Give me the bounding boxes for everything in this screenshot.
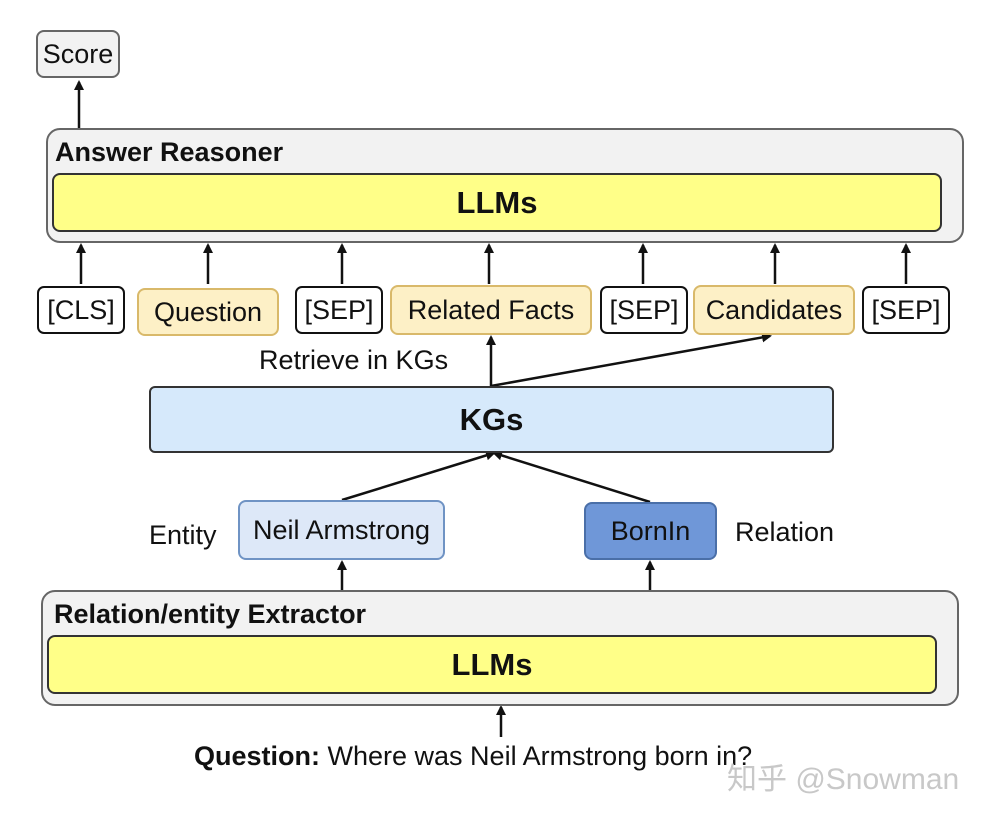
- answer-reasoner-llm-label: LLMs: [456, 184, 538, 220]
- extractor-llm: LLMs: [47, 635, 937, 694]
- kgs-box: KGs: [149, 386, 834, 453]
- entity-value: Neil Armstrong: [252, 514, 431, 545]
- token-sep-1-label: [SEP]: [304, 294, 374, 325]
- arrow-entity-kg: [341, 450, 496, 502]
- retrieve-label: Retrieve in KGs: [259, 345, 449, 375]
- token-related-facts-label: Related Facts: [407, 294, 575, 325]
- entity-box: Neil Armstrong: [238, 500, 445, 560]
- score-label: Score: [42, 38, 114, 69]
- relation-label: Relation: [735, 517, 835, 547]
- watermark: 知乎 @Snowman: [727, 763, 960, 796]
- extractor-llm-label: LLMs: [451, 646, 533, 682]
- answer-reasoner-title: Answer Reasoner: [55, 137, 284, 167]
- token-cls: [CLS]: [37, 286, 125, 334]
- kgs-label: KGs: [459, 401, 524, 437]
- question-prefix: Question:: [194, 741, 320, 771]
- token-sep-3-label: [SEP]: [871, 294, 941, 325]
- token-sep-3: [SEP]: [862, 286, 950, 334]
- relation-box: BornIn: [584, 502, 717, 560]
- arrow-kg-candidates: [490, 332, 772, 388]
- token-sep-2: [SEP]: [600, 286, 688, 334]
- token-sep-1: [SEP]: [295, 286, 383, 334]
- token-question: Question: [137, 288, 279, 336]
- token-question-label: Question: [153, 296, 263, 327]
- entity-label: Entity: [149, 520, 217, 550]
- question-line: Question: Where was Neil Armstrong born …: [194, 741, 752, 772]
- question-text: Where was Neil Armstrong born in?: [327, 741, 753, 771]
- answer-reasoner-llm: LLMs: [52, 173, 942, 232]
- token-candidates: Candidates: [693, 285, 855, 335]
- token-related-facts: Related Facts: [390, 285, 592, 335]
- token-sep-2-label: [SEP]: [609, 294, 679, 325]
- relation-value: BornIn: [610, 515, 691, 546]
- arrow-relation-kg: [492, 450, 651, 504]
- extractor-title: Relation/entity Extractor: [54, 599, 367, 629]
- score-box: Score: [36, 30, 120, 78]
- token-cls-label: [CLS]: [47, 294, 115, 325]
- token-candidates-label: Candidates: [705, 294, 843, 325]
